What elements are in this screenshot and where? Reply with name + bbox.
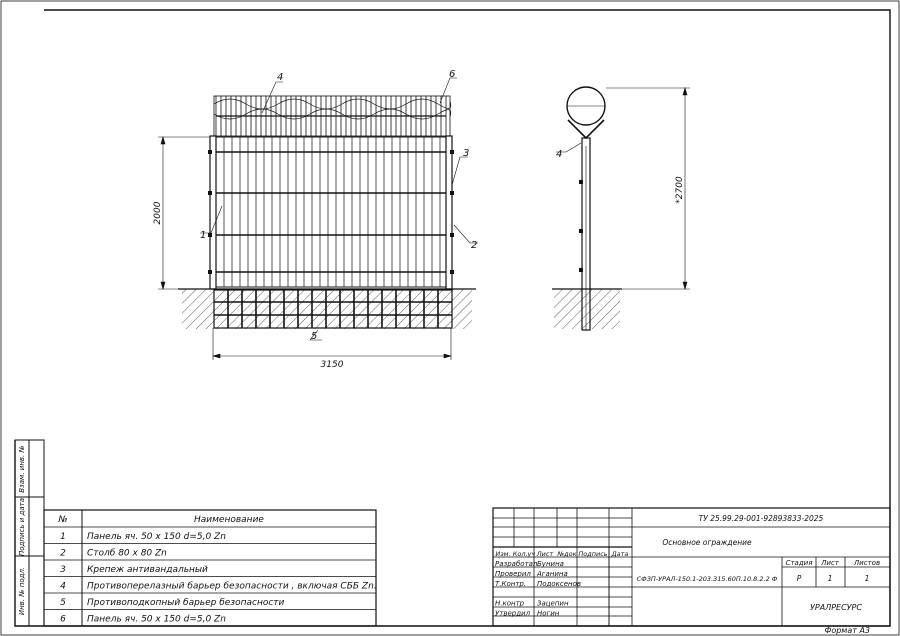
callout-5: 5 — [311, 331, 317, 342]
tb-name: Бунина — [537, 560, 564, 568]
callout-2: 2 — [471, 240, 477, 251]
tb-name: Ногин — [537, 610, 560, 618]
tb-role: Проверил — [495, 570, 531, 578]
main-panel — [215, 136, 447, 288]
dimension-width — [211, 328, 453, 360]
stamp-inv: Инв. № подл. — [18, 567, 26, 615]
y-bracket — [567, 119, 605, 140]
tb-name: Зацепин — [537, 600, 569, 608]
tb-role: Т.Контр. — [495, 580, 526, 588]
dim-2700-label: *2700 — [675, 176, 685, 204]
tb-col-header: №док — [556, 550, 576, 558]
side-clamps — [579, 180, 583, 272]
tb-doc-code: ТУ 25.99.29-001-92893833-2025 — [699, 514, 824, 523]
spec-row-name: Крепеж антивандальный — [87, 565, 208, 575]
tb-col-header: Подпись — [578, 550, 607, 558]
front-view: 2000 3150 1 2 3 4 6 5 — [153, 69, 478, 370]
tb-col-header: Кол.уч — [513, 550, 536, 558]
spec-header-num: № — [57, 515, 67, 525]
tb-sheet: 1 — [828, 574, 833, 583]
spec-row-num: 6 — [60, 615, 66, 625]
tb-title: Основное ограждение — [662, 538, 752, 547]
spec-row-num: 4 — [60, 582, 66, 592]
dimension-side-height — [606, 86, 690, 291]
tb-sheets-header: Листов — [853, 559, 880, 567]
anti-dig-barrier — [213, 289, 453, 329]
dimension-height — [158, 135, 210, 291]
panel-mesh — [223, 137, 441, 287]
spec-row-name: Столб 80 х 80 Zn — [87, 549, 167, 559]
panel-stiffeners — [216, 151, 446, 273]
side-callout-4: 4 — [556, 149, 562, 160]
tb-sheets: 1 — [865, 574, 870, 583]
tb-sheet-header: Лист — [820, 559, 840, 567]
dim-2000-label: 2000 — [153, 201, 163, 224]
spec-row-num: 1 — [60, 532, 66, 542]
tb-name: Аганина — [536, 570, 568, 578]
tb-company: УРАЛРЕСУРС — [810, 603, 862, 612]
spec-row-name: Панель яч. 50 х 150 d=5,0 Zn — [87, 615, 226, 625]
tb-col-header: Изм. — [495, 550, 510, 558]
stamp-vzam: Взам. инв. № — [18, 445, 26, 493]
tb-col-header: Дата — [611, 550, 629, 558]
post-right — [445, 135, 453, 290]
callout-4: 4 — [277, 72, 283, 83]
stamp-podpis: Подпись и дата — [18, 498, 26, 556]
tb-role: Утвердил — [495, 610, 531, 618]
ground-hatch-side — [554, 289, 620, 329]
tb-drawing-code: СФЗП-УРАЛ-150.1-203.315.60П.10.8.2.2 Ф — [637, 575, 778, 583]
spec-row-name: Панель яч. 50 х 150 d=5,0 Zn — [87, 532, 226, 542]
callout-1: 1 — [200, 230, 206, 241]
dim-3150-label: 3150 — [321, 360, 344, 370]
callout-3: 3 — [463, 148, 469, 159]
spec-row-num: 5 — [60, 598, 66, 608]
ground-hatch-front — [182, 289, 472, 329]
post-left — [209, 135, 217, 290]
format-label: Формат А3 — [824, 626, 870, 635]
spec-header-name: Наименование — [194, 515, 264, 525]
anti-vandal-clamps — [208, 150, 454, 274]
tb-stage: Р — [797, 574, 802, 583]
tb-stage-header: Стадия — [786, 559, 813, 567]
side-leader — [556, 142, 582, 153]
side-view: *2700 4 — [552, 86, 690, 331]
tb-role: Разработал — [495, 560, 538, 568]
anti-dig-grid — [214, 290, 452, 328]
callout-6: 6 — [449, 69, 455, 80]
left-stamp: Взам. инв. № Подпись и дата Инв. № подл. — [14, 439, 45, 627]
tb-name: Подоксенов — [537, 580, 581, 588]
spec-row-name: Противоподкопный барьер безопасности — [87, 598, 285, 608]
callout-leaders — [200, 77, 478, 341]
tb-col-header: Лист — [536, 550, 554, 558]
razor-wire — [213, 98, 452, 120]
spec-row-name: Противоперелазный барьер безопасности , … — [87, 582, 377, 592]
spec-row-num: 3 — [60, 565, 66, 575]
spec-row-num: 2 — [60, 549, 66, 559]
tb-role: Н.контр — [495, 600, 525, 608]
